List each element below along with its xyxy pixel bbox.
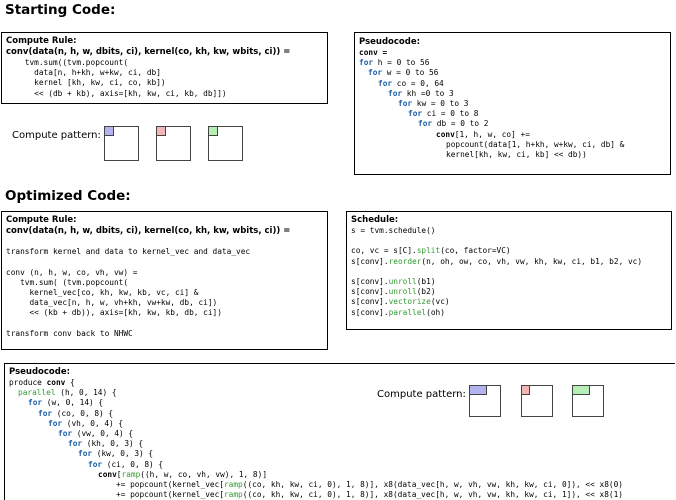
parallel-keyword: parallel — [18, 388, 56, 398]
schedule-box: Schedule: s = tvm.schedule() co, vc = s[… — [346, 211, 672, 330]
optimized-pattern-grid-2 — [521, 385, 553, 417]
pseudo-line: conv[1, h, w, co] += — [436, 129, 530, 139]
for-keyword: for — [28, 398, 43, 408]
compute-rule-line — [6, 319, 323, 329]
starting-code-heading: Starting Code: — [5, 2, 116, 18]
for-keyword: for — [408, 109, 423, 119]
compute-rule-line: transform conv back to NHWC — [6, 328, 133, 338]
for-keyword: for — [378, 78, 393, 88]
pseudo-line: conv = — [359, 48, 388, 57]
schedule-line — [351, 267, 667, 277]
pseudo-line: for h = 0 to 56 — [359, 58, 430, 68]
compute-rule-line: data[n, h+kh, w+kw, ci, db] — [6, 68, 161, 78]
pseudo-line: for ci = 0 to 8 — [408, 109, 479, 119]
for-keyword: for — [388, 88, 403, 98]
compute-rule-signature: conv(data(n, h, w, dbits, ci), kernel(co… — [6, 47, 291, 57]
pseudo-line: for (kh, 0, 3) { — [68, 439, 144, 449]
pseudo-line: += popcount(kernel_vec[ramp((co, kh, kw,… — [116, 490, 623, 500]
pattern-cell-red — [521, 385, 530, 395]
for-keyword: for — [398, 99, 413, 109]
pseudo-line: for kw = 0 to 3 — [398, 99, 469, 109]
compute-rule-title: Compute Rule: — [6, 215, 77, 225]
for-keyword: for — [48, 418, 63, 428]
compute-rule-line: << (db + kb), axis=[kh, kw, ci, kb, db]]… — [6, 88, 227, 98]
pseudo-line: popcount(data[1, h+kh, w+kw, ci, db] & — [446, 139, 625, 149]
pseudo-line: for co = 0, 64 — [378, 78, 444, 88]
optimized-pattern-grid-1 — [469, 385, 501, 417]
pseudo-line: for (co, 0, 8) { — [38, 408, 114, 418]
starting-compute-rule-box: Compute Rule: conv(data(n, h, w, dbits, … — [1, 32, 328, 104]
for-keyword: for — [58, 429, 73, 439]
pseudo-line: for db = 0 to 2 — [418, 119, 489, 129]
schedule-line: s[conv].reorder(n, oh, ow, co, vh, vw, k… — [351, 256, 643, 266]
pattern-cell-blue — [104, 126, 114, 136]
compute-rule-line — [6, 237, 323, 247]
pseudo-line: for (vh, 0, 4) { — [48, 418, 124, 428]
pattern-cell-green — [208, 126, 218, 136]
compute-rule-line: tvm.sum((tvm.popcount( — [6, 58, 129, 67]
schedule-line: s[conv].unroll(b1) — [351, 277, 436, 287]
pattern-cell-blue — [469, 385, 487, 395]
pseudocode-title: Pseudocode: — [9, 367, 71, 377]
compute-rule-line: kernel [kh, kw, ci, co, kb]) — [6, 78, 166, 88]
pseudo-line: conv[ramp((h, w, co, vh, vw), 1, 8)] — [98, 469, 268, 479]
pattern-cell-green — [572, 385, 590, 395]
schedule-line — [351, 236, 667, 246]
schedule-line: s[conv].vectorize(vc) — [351, 297, 450, 307]
schedule-line: s[conv].unroll(b2) — [351, 287, 436, 297]
compute-rule-signature: conv(data(n, h, w, dbits, ci), kernel(co… — [6, 226, 291, 236]
optimized-pattern-grid-3 — [572, 385, 604, 417]
for-keyword: for — [38, 408, 53, 418]
starting-compute-pattern-label: Compute pattern: — [12, 130, 101, 141]
schedule-line: s = tvm.schedule() — [351, 226, 436, 235]
pseudo-line: for kh =0 to 3 — [388, 88, 454, 98]
for-keyword: for — [78, 449, 93, 459]
pseudocode-title: Pseudocode: — [359, 37, 421, 47]
pseudo-line: for (vw, 0, 4) { — [58, 429, 134, 439]
for-keyword: for — [359, 58, 374, 68]
for-keyword: for — [68, 439, 83, 449]
pseudo-line: for (w, 0, 14) { — [28, 398, 104, 408]
pseudo-line: for (kw, 0, 3) { — [78, 449, 154, 459]
pseudo-line: produce conv { — [9, 378, 75, 387]
pseudo-line: for (ci, 0, 8) { — [88, 459, 164, 469]
compute-rule-line: transform kernel and data to kernel_vec … — [6, 247, 251, 257]
for-keyword: for — [368, 68, 383, 78]
for-keyword: for — [88, 459, 103, 469]
compute-rule-line: tvm.sum( (tvm.popcount( — [6, 277, 129, 287]
schedule-line: s[conv].parallel(oh) — [351, 307, 445, 317]
compute-rule-title: Compute Rule: — [6, 36, 77, 46]
schedule-line: co, vc = s[C].split(co, factor=VC) — [351, 246, 511, 256]
compute-pattern-grid-3 — [208, 126, 243, 161]
pseudo-line: kernel[kh, kw, ci, kb] << db)) — [446, 150, 587, 160]
pattern-cell-red — [156, 126, 166, 136]
starting-pseudocode-box: Pseudocode: conv = for h = 0 to 56 for w… — [354, 32, 671, 175]
optimized-compute-pattern-label: Compute pattern: — [377, 389, 466, 400]
compute-pattern-grid-2 — [156, 126, 191, 161]
compute-pattern-grid-1 — [104, 126, 139, 161]
schedule-title: Schedule: — [351, 215, 399, 225]
optimized-compute-rule-box: Compute Rule: conv(data(n, h, w, dbits, … — [1, 211, 328, 350]
compute-rule-line: kernel_vec[co, kh, kw, kb, vc, ci] & — [6, 288, 199, 298]
optimized-pseudocode-box: Pseudocode: produce conv { parallel (h, … — [4, 363, 675, 500]
optimized-code-heading: Optimized Code: — [5, 188, 131, 204]
compute-rule-line: data_vec[n, h, w, vh+kh, vw+kw, db, ci]) — [6, 298, 218, 308]
for-keyword: for — [418, 119, 433, 129]
pseudo-line: += popcount(kernel_vec[ramp((co, kh, kw,… — [116, 480, 623, 490]
compute-rule-line — [6, 257, 323, 267]
pseudo-line: parallel (h, 0, 14) { — [18, 388, 117, 398]
compute-rule-line: << (kb + db)), axis=[kh, kw, kb, db, ci]… — [6, 308, 222, 318]
pseudo-line: for w = 0 to 56 — [368, 68, 439, 78]
compute-rule-line: conv (n, h, w, co, vh, vw) = — [6, 267, 138, 277]
